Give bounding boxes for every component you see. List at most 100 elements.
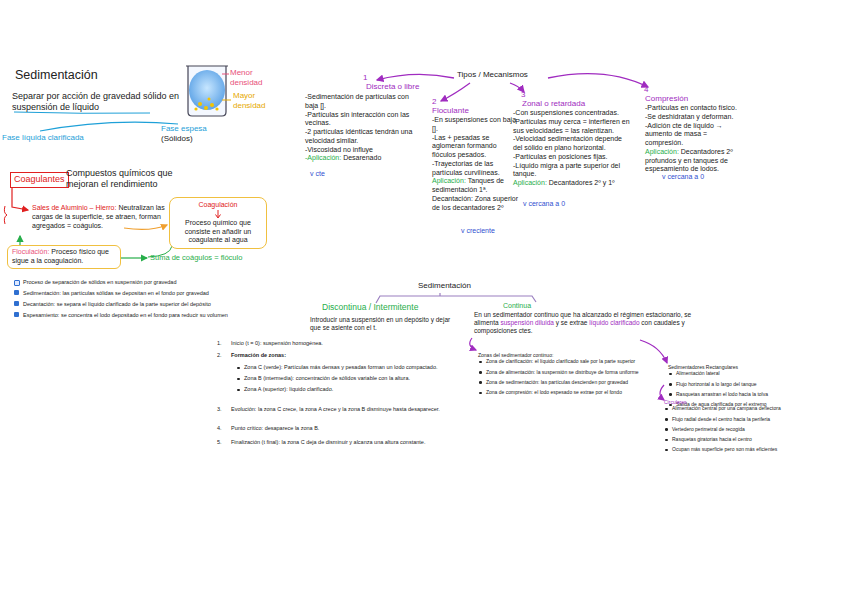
text-block: Menor densidad bbox=[230, 68, 276, 88]
label-text: Zona de clarificación: el líquido clarif… bbox=[478, 358, 664, 364]
label-text: -Líquido migra a parte superior del tanq… bbox=[513, 162, 633, 180]
label-text: Aplicación: bbox=[513, 179, 547, 186]
label-text: Aplicación: bbox=[432, 177, 466, 184]
label-text: -Partículas muy cerca = interfieren en s… bbox=[513, 118, 633, 136]
text-block: v creciente bbox=[461, 227, 521, 236]
green-arrow bbox=[121, 257, 147, 258]
text-block: Proceso de separación de sólidos en susp… bbox=[14, 279, 236, 323]
text-box: Floculación:Proceso físico que sigue a l… bbox=[7, 245, 121, 269]
text-block: Suma de coágulos = flóculo bbox=[150, 253, 262, 262]
text-block: Fase líquida clarificada bbox=[2, 133, 114, 143]
label-text: Zona de alimentación: la suspensión se d… bbox=[478, 369, 664, 375]
label-text: -Las + pesadas se aglomeran formando fló… bbox=[432, 134, 518, 160]
label-text: Aplicación: bbox=[645, 148, 679, 155]
label-text: Separar por acción de gravedad sólido en… bbox=[12, 91, 179, 112]
text-block: Tipos / Mecanismos bbox=[457, 70, 547, 80]
text-block: 4.Punto crítico: desaparece la zona B. bbox=[217, 425, 479, 432]
text-block: v cercana a 0 bbox=[523, 200, 593, 209]
label-text: 4. bbox=[217, 425, 231, 432]
red-arrow bbox=[12, 187, 28, 210]
label-text: 1 bbox=[363, 73, 367, 82]
text-block: Zonal o retardada bbox=[522, 99, 612, 109]
label-text: 2 bbox=[432, 97, 436, 106]
text-block: 1.Inicio (t = 0): suspensión homogénea. bbox=[217, 340, 479, 347]
orange-arrow bbox=[124, 225, 167, 229]
label-text: Inicio (t = 0): suspensión homogénea. bbox=[231, 340, 323, 346]
label-text: Proceso de separación de sólidos en susp… bbox=[14, 279, 236, 286]
branch-line bbox=[376, 296, 536, 303]
label-text: -Sedimentación de partículas con baja []… bbox=[305, 93, 417, 111]
label-text: Zonal o retardada bbox=[522, 99, 585, 108]
text-block: 3 bbox=[521, 90, 531, 100]
label-text: Formación de zonas: bbox=[231, 352, 286, 358]
label-text: Alimentación lateral bbox=[668, 370, 820, 376]
label-text: -Viscosidad no influye bbox=[305, 146, 417, 155]
label-text: Flujo radial desde el centro hacia la pe… bbox=[664, 416, 820, 422]
label-text: Discreta o libre bbox=[366, 82, 419, 91]
label-text: Introducir una suspensión en un depósito… bbox=[310, 316, 450, 331]
label-text: Zona A (superior): líquido clarificado. bbox=[236, 386, 486, 393]
label-text: Mayor densidad bbox=[233, 91, 265, 110]
text-block: Zonas del sedimentador continuo:Zona de … bbox=[478, 352, 664, 399]
text-block: Zona C (verde): Partículas más densas y … bbox=[236, 364, 486, 397]
label-text: Suma de coágulos = flóculo bbox=[150, 253, 242, 262]
label-text: Circulares bbox=[664, 399, 820, 405]
node-text: Floculación: bbox=[12, 248, 49, 255]
label-text: -Adición cte de líquido → aumento de mas… bbox=[645, 122, 747, 148]
label-text: líquido clarificado bbox=[589, 319, 639, 326]
label-text: v cercana a 0 bbox=[523, 200, 565, 207]
label-text: Sedimentadores Rectangulares bbox=[668, 364, 820, 370]
label-text: -Velocidad sedimentación depende del sól… bbox=[513, 135, 633, 153]
text-block: 1 bbox=[363, 73, 373, 83]
text-block: Compuestos químicos que mejoran el rendi… bbox=[66, 168, 191, 191]
text-block: v cercana a 0 bbox=[662, 173, 732, 182]
label-text: -Trayectorias de las partículas curvilín… bbox=[432, 160, 518, 178]
label-text: Compresión bbox=[645, 94, 688, 103]
label-text: Tipos / Mecanismos bbox=[457, 70, 528, 79]
text-box: CoagulaciónProceso químico que consiste … bbox=[169, 197, 267, 249]
label-text: Discontinua / Intermitente bbox=[322, 302, 418, 312]
text-block: Separar por acción de gravedad sólido en… bbox=[12, 91, 184, 114]
page-title: Sedimentación bbox=[15, 68, 98, 82]
label-text: suspensión diluida bbox=[500, 319, 553, 326]
label-text: Desarenado bbox=[343, 154, 381, 161]
text-block: 2 bbox=[432, 97, 442, 107]
label-text: Zona de compresión: el lodo espesado se … bbox=[478, 389, 664, 395]
text-block: Floculante bbox=[432, 106, 504, 116]
label-text: Rasquetas giratorias hacia el centro bbox=[664, 436, 820, 442]
branch-line bbox=[439, 293, 440, 296]
label-text: -Partículas en contacto físico. bbox=[645, 104, 747, 113]
label-text: Zona C (verde): Partículas más densas y … bbox=[236, 364, 486, 371]
node-text: Coagulación bbox=[175, 201, 261, 210]
text-block: En un sedimentador continuo que ha alcan… bbox=[474, 311, 726, 335]
text-block: Sedimentadores RectangularesAlimentación… bbox=[668, 364, 820, 411]
label-text: Decantación: Zona superior de los decant… bbox=[432, 195, 518, 213]
label-text: -Partículas sin interacción con las veci… bbox=[305, 111, 417, 129]
purple-arrows bbox=[470, 338, 667, 400]
label-text: Alimentación central por una campana def… bbox=[664, 405, 820, 411]
label-text: -Se deshidratan y deforman. bbox=[645, 113, 747, 122]
down-arrow bbox=[214, 210, 222, 219]
label-text: Decantadores 2º y 1º bbox=[549, 179, 615, 186]
text-block: -Con suspensiones concentradas.-Partícul… bbox=[513, 109, 633, 188]
label-text: -Partículas en posiciones fijas. bbox=[513, 153, 633, 162]
label-text: Zona de sedimentación: las partículas de… bbox=[478, 379, 664, 385]
text-block: Compresión bbox=[645, 94, 735, 104]
label-text: 3 bbox=[521, 90, 525, 99]
label-text: v creciente bbox=[461, 227, 495, 234]
text-block: -Partículas en contacto físico.-Se deshi… bbox=[645, 104, 747, 174]
text-block: Mayor densidad bbox=[233, 91, 279, 111]
text-block: -Sedimentación de partículas con baja []… bbox=[305, 93, 417, 163]
label-text: Punto crítico: desaparece la zona B. bbox=[231, 425, 319, 431]
node-text: Coagulantes bbox=[14, 174, 65, 184]
phase-curve bbox=[40, 122, 178, 131]
label-text: Ocupan más superficie pero son más efici… bbox=[664, 446, 820, 452]
text-block: Fase espesa(Sólidos) bbox=[161, 124, 233, 144]
label-text: Flujo horizontal a lo largo del tanque bbox=[668, 381, 820, 387]
label-text: Continua bbox=[503, 302, 531, 309]
label-text: -En suspensiones con baja []. bbox=[432, 116, 518, 134]
label-text: y se extrae bbox=[556, 319, 588, 326]
text-block: 3.Evolución: la zona C crece, la zona A … bbox=[217, 406, 479, 413]
text-block: Discreta o libre bbox=[366, 82, 438, 92]
label-text: 2. bbox=[217, 352, 231, 359]
